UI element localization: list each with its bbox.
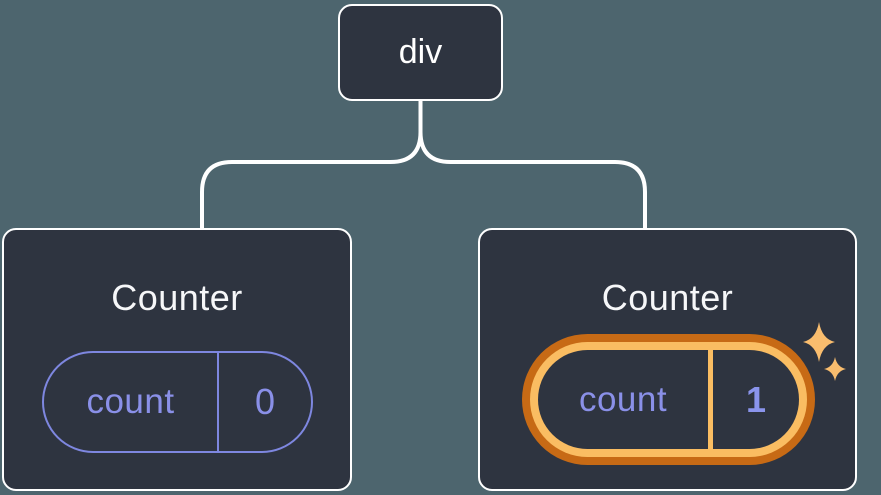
root-node: div bbox=[338, 4, 503, 101]
counter-title: Counter bbox=[111, 277, 243, 318]
state-key-label: count bbox=[578, 379, 668, 419]
connector-branch-left bbox=[200, 130, 423, 232]
state-key-cell: count bbox=[44, 353, 219, 451]
state-key-cell: count bbox=[538, 350, 708, 449]
state-key-label: count bbox=[86, 382, 175, 421]
state-pill-highlight-ring: count 1 bbox=[530, 342, 807, 457]
state-value: 0 bbox=[254, 381, 276, 422]
state-pill-highlighted: count 1 bbox=[522, 334, 815, 465]
state-pill: count 1 bbox=[538, 350, 799, 449]
counter-node-right: Counter count 1 bbox=[478, 228, 857, 491]
connector-branch-right bbox=[418, 130, 647, 232]
sparkle-big bbox=[803, 322, 835, 362]
state-pill: count 0 bbox=[42, 351, 313, 453]
counter-title: Counter bbox=[601, 277, 734, 318]
state-value: 1 bbox=[745, 378, 767, 420]
state-value-cell: 1 bbox=[713, 350, 799, 449]
sparkle-small bbox=[824, 357, 846, 381]
root-node-label: div bbox=[398, 33, 443, 71]
pill-divider bbox=[708, 350, 713, 449]
counter-node-left: Counter count 0 bbox=[2, 228, 352, 491]
state-value-cell: 0 bbox=[219, 353, 311, 451]
